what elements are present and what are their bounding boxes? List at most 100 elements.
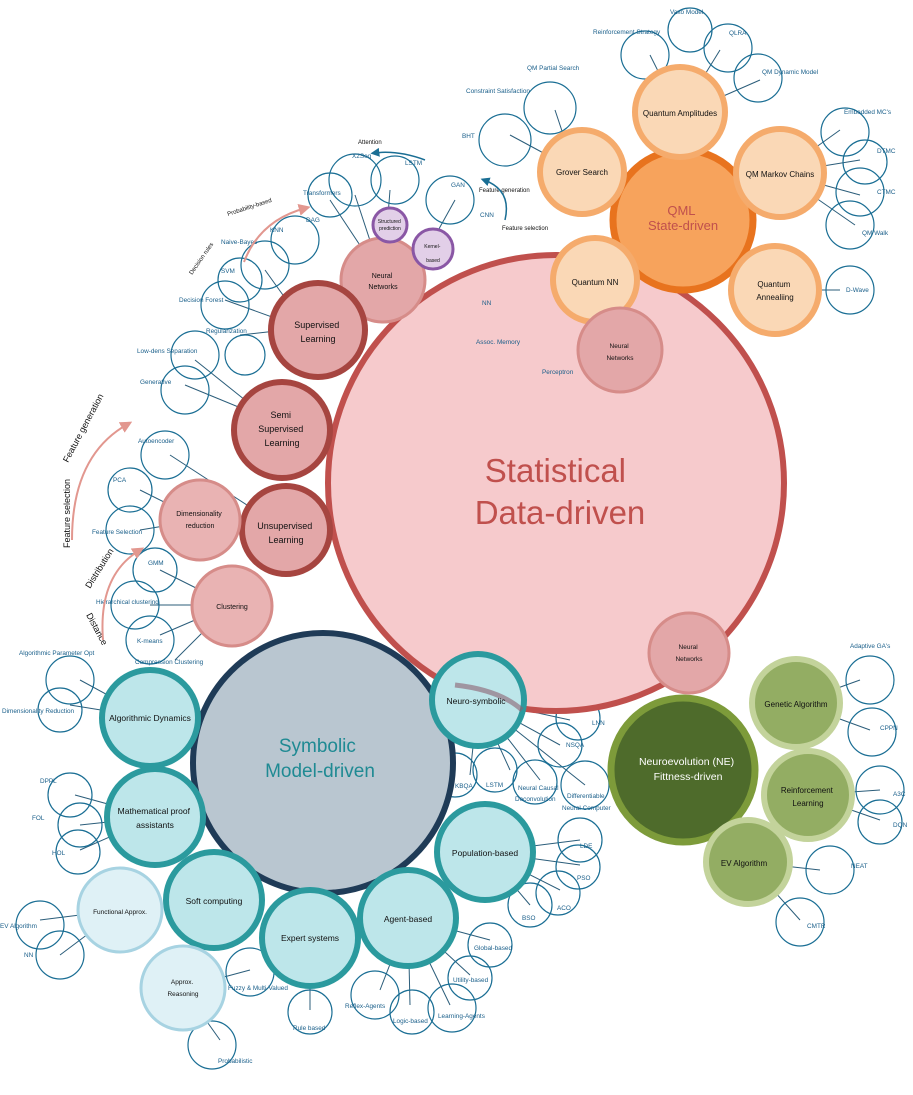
leaf-lde: LDE (580, 843, 592, 850)
leaf-neural-causal: Neural Causal Deconvolution (515, 785, 560, 803)
kernel-based-label: Kernel- based (424, 244, 442, 264)
leaf-aco: ACO (557, 905, 571, 912)
leaf-symbolic-lstm: LSTM (486, 782, 503, 789)
leaf-dqn: DQN (893, 822, 908, 829)
leaf-dtmc: DTMC (877, 148, 896, 155)
leaf-cmtr: CMTR (807, 923, 826, 930)
leaf-transformers: Transformers (303, 190, 341, 197)
statistical-sub-circles (158, 206, 731, 695)
functional-approx-label: Functional Approx. (93, 909, 147, 916)
note-decision-rules: Decision rules (189, 242, 216, 276)
qml-sub-circles (537, 64, 827, 337)
leaf-lnn: LNN (592, 720, 605, 727)
stat-neural-networks-label: Neural Networks (368, 273, 398, 291)
arrows (71, 147, 508, 641)
leaf-hierarchical-clustering: Hierarchical clustering (96, 599, 159, 606)
leaf-assoc-memory: Assoc. Memory (476, 339, 521, 346)
leaf-kbqa: KBQA (455, 783, 473, 790)
leaf-decision-forest: Decision Forest (179, 297, 224, 304)
qml-title: QML State-driven (648, 203, 718, 233)
mathematical-proof-label: Mathematical proof assistants (118, 806, 193, 830)
leaf-cppn: CPPN (880, 725, 898, 732)
leaf-fol: FOL (32, 815, 45, 822)
structured-prediction-label: Structured prediction (378, 219, 402, 232)
leaf-attention: Attention (358, 140, 382, 146)
leaf-qm-dynamic-model: QM Dynamic Model (762, 69, 818, 76)
leaf-pso: PSO (577, 875, 591, 882)
leaf-probabilistic: Probabilistic (218, 1058, 253, 1065)
symbolic-title: Symbolic Model-driven (265, 736, 375, 782)
leaf-svm: SVM (221, 268, 235, 275)
qml-neural-networks-label: Neural Networks (606, 343, 634, 362)
note-feature-generation: Feature generation (479, 188, 530, 194)
leaf-gan: GAN (451, 182, 465, 189)
leaf-perceptron: Perceptron (542, 369, 574, 376)
leaf-constraint-satisfaction: Constraint Satisfaction (466, 88, 530, 95)
leaf-hol: HOL (52, 850, 66, 857)
approx-reasoning-label: Approx. Reasoning (167, 979, 198, 998)
semi-supervised-label: Semi Supervised Learning (258, 410, 306, 448)
leaf-algorithmic-parameter-opt: Algorithmic Parameter Opt (19, 650, 95, 657)
unsupervised-learning-label: Unsupervised Learning (257, 521, 315, 545)
leaf-dimensionality-reduction: Dimensionality Reduction (2, 708, 75, 715)
leaf-nsqa: NSQA (566, 742, 585, 749)
leaf-reinforcement-strategy: Reinforcement Strategy (593, 29, 661, 36)
symbolic-sub-circles (99, 651, 536, 989)
clustering-label: Clustering (216, 604, 248, 611)
side-distance: Distance (84, 611, 109, 647)
ne-neural-networks-label: Neural Networks (675, 644, 703, 663)
leaf-pca: PCA (113, 477, 127, 484)
expert-systems-label: Expert systems (281, 933, 339, 943)
leaf-utility-based: Utility-based (453, 977, 489, 984)
agent-based-label: Agent-based (384, 914, 432, 924)
leaf-autoencoder: Autoencoder (138, 438, 175, 445)
neuro-symbolic-bridge (454, 682, 524, 712)
leaf-neat: NEAT (851, 863, 868, 870)
leaf-d-wave: D-Wave (846, 287, 869, 294)
statistical-title: Statistical Data-driven (475, 452, 646, 531)
ne-sub-circles (703, 656, 855, 907)
leaf-fuzzy-multivalued: Fuzzy & Multi-Valued (228, 985, 288, 992)
leaf-rule-based: Rule based (293, 1025, 326, 1032)
leaf-a3c: A3C (893, 791, 906, 798)
side-feature-generation: Feature generation (61, 392, 106, 464)
leaf-bht: BHT (462, 133, 475, 140)
leaf-vaxo-model: Vaxo Model (670, 9, 703, 16)
population-based-label: Population-based (452, 848, 518, 858)
leaf-logic-based: Logic-based (393, 1018, 428, 1025)
leaf-learning-agents: Learning-Agents (438, 1013, 485, 1020)
qm-markov-chains-label: QM Markov Chains (746, 170, 814, 179)
soft-computing-label: Soft computing (186, 896, 243, 906)
neuroevolution-core-circle (607, 694, 759, 846)
algorithmic-dynamics-label: Algorithmic Dynamics (109, 713, 191, 723)
leaf-regularization: Regularization (206, 328, 247, 335)
reinforcement-learning-label: Reinforcement Learning (781, 786, 835, 808)
functional-approx-circle (76, 866, 164, 954)
leaf-lstm: LSTM (405, 160, 422, 167)
qml-neural-networks-circle (576, 306, 664, 394)
leaf-dag: DAG (306, 217, 320, 224)
dimensionality-reduction-label: Dimensionality reduction (176, 511, 223, 530)
leaf-low-dens-separation: Low-dens Separation (137, 348, 198, 355)
leaf-cnn: CNN (480, 212, 494, 219)
ne-ev-algorithm-label: EV Algorithm (721, 859, 768, 868)
leaf-x2seq: X2Seq (352, 153, 372, 160)
approx-reasoning-circle (139, 944, 227, 1032)
grover-search-label: Grover Search (556, 168, 608, 177)
leaf-qml-nn: NN (482, 300, 492, 307)
leaf-ev-algorithm: EV Algorithm (0, 923, 37, 930)
leaf-global-based: Global-based (474, 945, 512, 952)
leaf-ctmc: CTMC (877, 189, 896, 196)
supervised-learning-label: Supervised Learning (294, 320, 342, 344)
leaf-qm-walk: QM Walk (862, 230, 889, 237)
leaf-bso: BSO (522, 915, 536, 922)
leaf-adaptive-gas: Adaptive GA's (850, 643, 890, 650)
quantum-amplitudes-label: Quantum Amplitudes (643, 109, 717, 118)
side-feature-selection: Feature selection (62, 479, 72, 548)
statistical-core-circle (325, 252, 787, 714)
note-feature-selection: Feature selection (502, 226, 548, 232)
genetic-algorithm-label: Genetic Algorithm (764, 700, 827, 709)
leaf-dppl: DPPL (40, 778, 57, 785)
leaf-compression-clustering: Compression Clustering (135, 659, 204, 666)
